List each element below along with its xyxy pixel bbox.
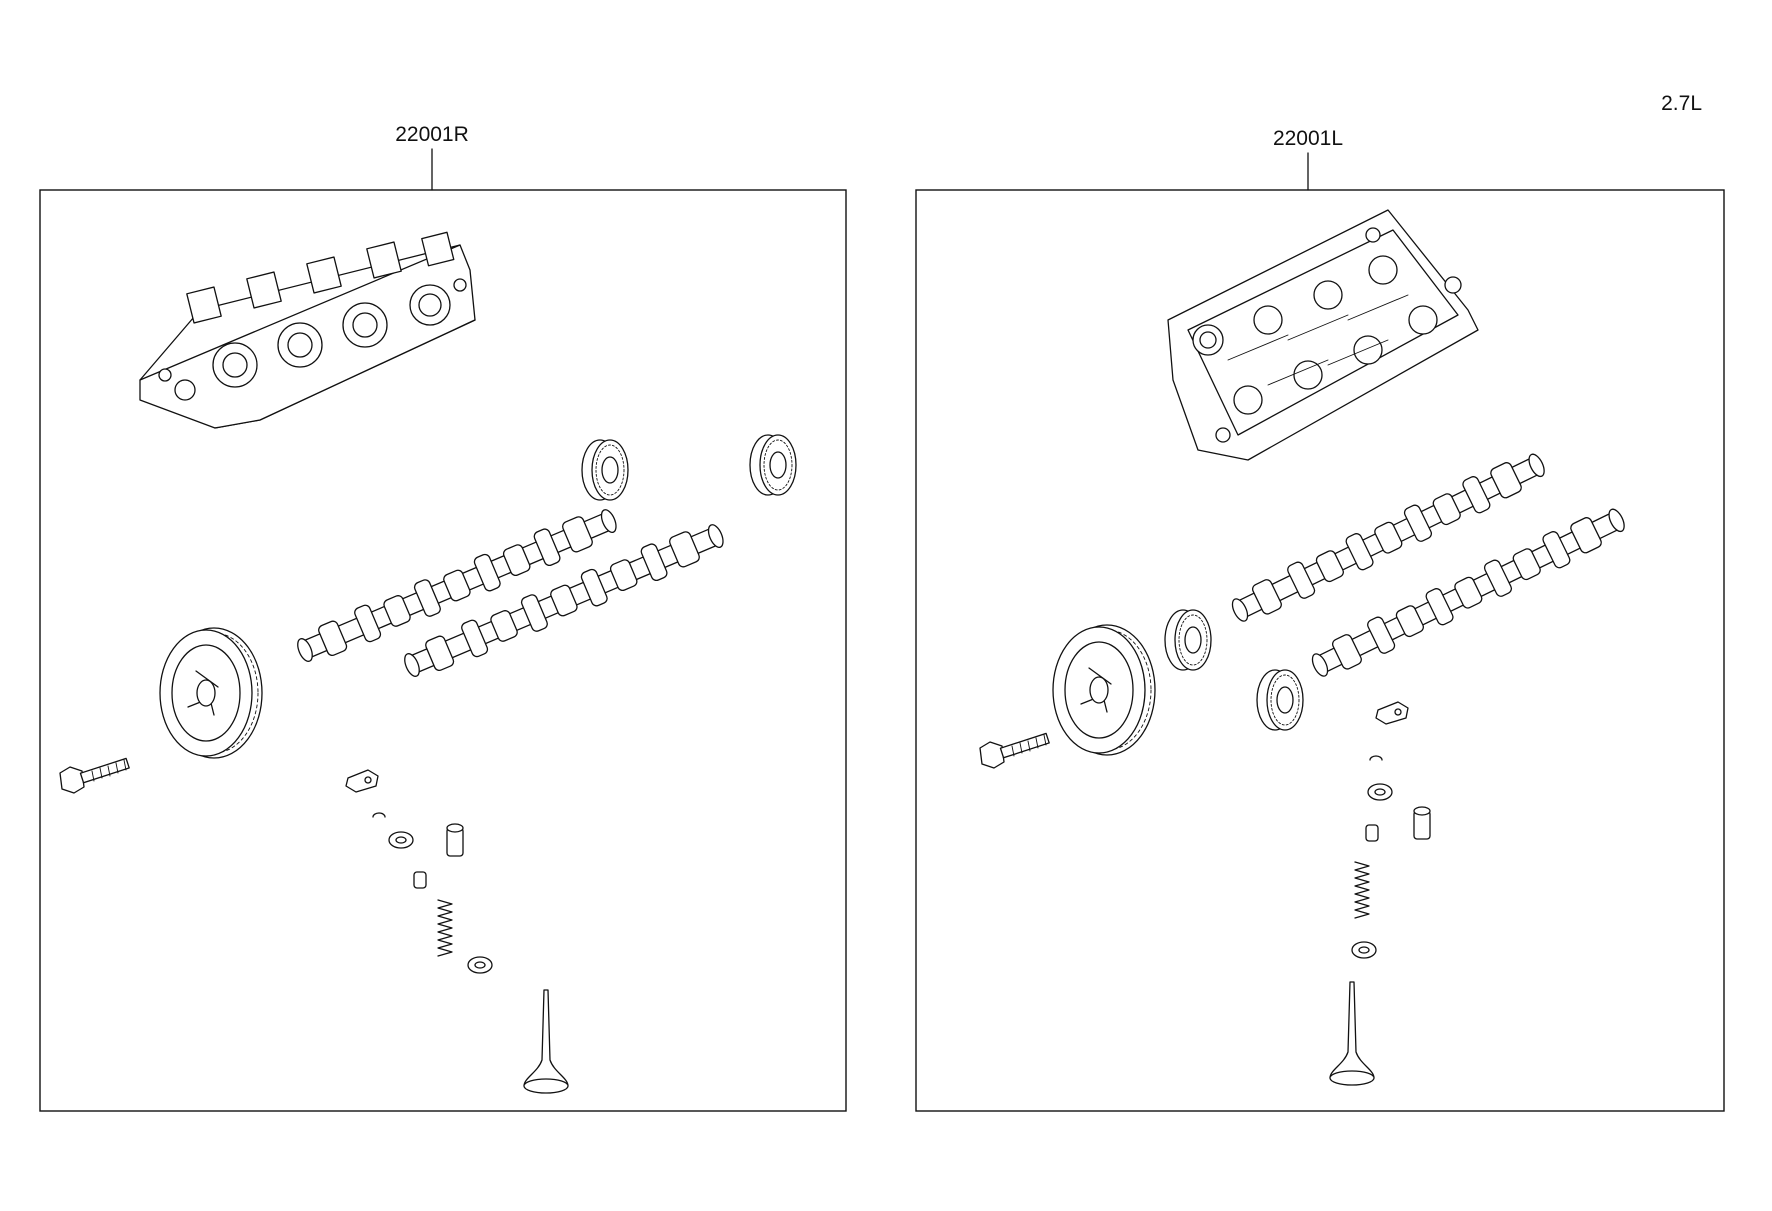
spring-retainer-right[interactable]	[388, 831, 414, 849]
part-number-label-left[interactable]: 22001L	[1273, 127, 1343, 150]
rocker-arm-left[interactable]	[1375, 701, 1409, 725]
cylinder-head-right[interactable]	[139, 231, 476, 429]
lash-adjuster-right[interactable]	[446, 823, 464, 857]
lash-adjuster-left[interactable]	[1413, 806, 1431, 840]
valve-right[interactable]	[523, 989, 569, 1094]
sprocket-bolt-left[interactable]	[979, 732, 1050, 769]
assembly-panel-right: 22001R	[39, 123, 847, 1112]
valve-left[interactable]	[1329, 981, 1375, 1086]
cam-gear-right-lower[interactable]	[749, 434, 797, 496]
valve-seal-right[interactable]	[413, 871, 427, 889]
timing-sprocket-right[interactable]	[159, 627, 263, 759]
camshaft-left-upper[interactable]	[1226, 445, 1551, 630]
spring-retainer-left[interactable]	[1367, 783, 1393, 801]
assembly-frame-right	[39, 189, 847, 1112]
assembly-frame-left	[915, 189, 1725, 1112]
valve-keeper-left[interactable]	[1369, 755, 1383, 761]
valve-spring-left[interactable]	[1354, 861, 1370, 919]
valve-spring-right[interactable]	[437, 899, 453, 957]
cam-gear-left-upper[interactable]	[1164, 609, 1212, 671]
camshaft-left-lower[interactable]	[1306, 500, 1631, 685]
rocker-arm-right[interactable]	[345, 769, 379, 793]
valve-seal-left[interactable]	[1365, 824, 1379, 842]
spring-seat-left[interactable]	[1351, 941, 1377, 959]
engine-displacement-label: 2.7L	[1661, 92, 1702, 115]
timing-sprocket-left[interactable]	[1052, 624, 1156, 756]
spring-seat-right[interactable]	[467, 956, 493, 974]
sprocket-bolt-right[interactable]	[59, 757, 130, 794]
part-number-label-right[interactable]: 22001R	[395, 123, 469, 146]
cylinder-head-left[interactable]	[1167, 209, 1479, 461]
cam-gear-right-upper[interactable]	[581, 439, 629, 501]
cam-gear-left-lower[interactable]	[1256, 669, 1304, 731]
valve-keeper-right[interactable]	[372, 812, 386, 818]
assembly-panel-left: 22001L	[915, 127, 1725, 1112]
